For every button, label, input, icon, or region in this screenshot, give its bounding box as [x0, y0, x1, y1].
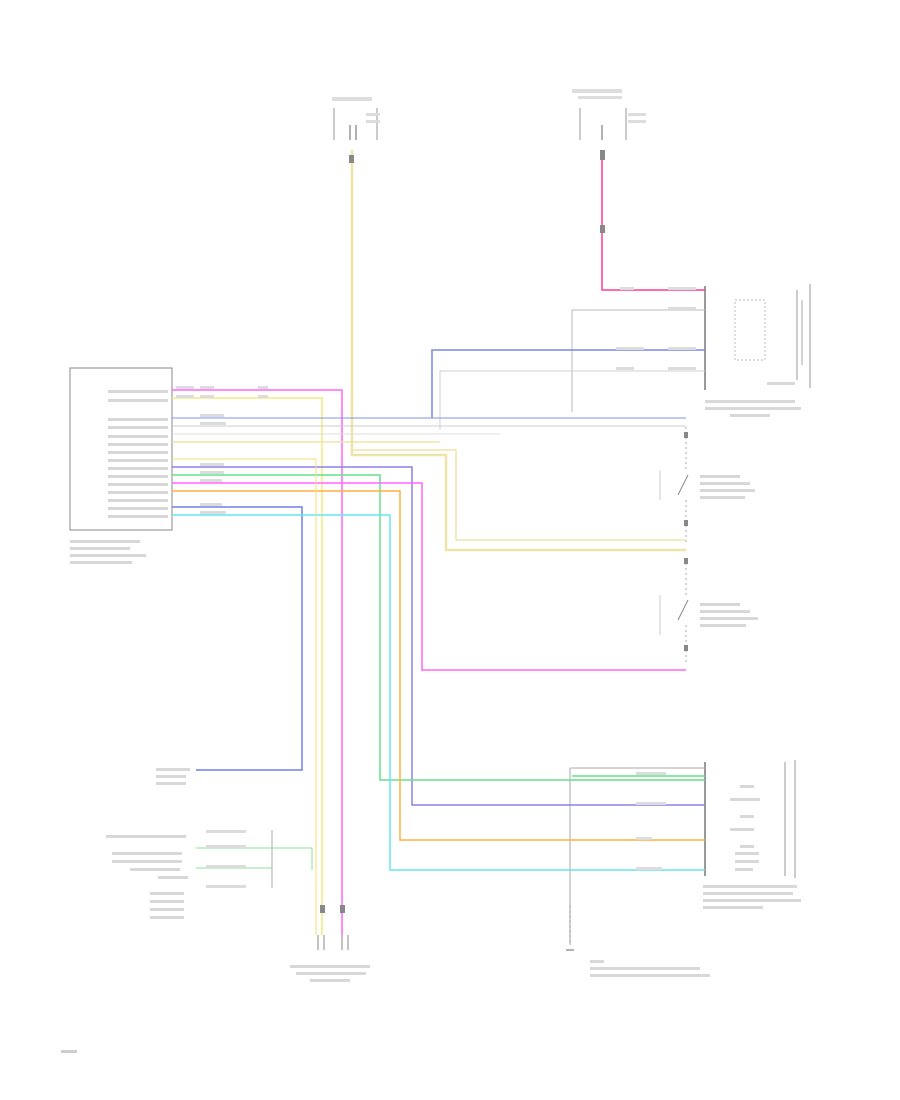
right-top-module [704, 284, 811, 417]
wire-violet [172, 466, 705, 806]
module-outline [69, 367, 173, 531]
bottom-left-labels [106, 768, 190, 919]
wire-orange [172, 490, 705, 841]
wire-code-labels [176, 287, 696, 888]
wire-yellow-2 [172, 458, 317, 935]
wire-grey-1 [571, 309, 705, 412]
right-bottom-module [569, 760, 801, 945]
wire-green [172, 474, 705, 781]
right-switch-2 [659, 558, 758, 665]
wires [172, 150, 705, 935]
wire-cyan [172, 514, 705, 871]
bottom-left-connector [290, 935, 370, 982]
module-caption [70, 540, 146, 564]
wire-tan-2 [352, 449, 686, 541]
wire-grey-2 [439, 370, 705, 430]
page-code-mark [61, 1050, 77, 1053]
bottom-right-ground [566, 905, 710, 977]
wire-blue-1 [431, 349, 705, 418]
module-pin-labels [108, 390, 168, 518]
wire-magenta-top [172, 389, 343, 935]
top-left-connector [332, 97, 380, 140]
right-switch-1 [659, 427, 755, 545]
connector-pins [320, 150, 688, 913]
top-right-connector [572, 89, 646, 140]
left-module [69, 367, 173, 564]
wire-pink-feed [601, 150, 705, 291]
fuse-label-mark [332, 97, 372, 101]
wire-tan-main [350, 150, 686, 552]
wire-blue-3 [172, 506, 303, 771]
wire-magenta-2 [172, 482, 686, 671]
wire-yellow-top [172, 397, 323, 935]
